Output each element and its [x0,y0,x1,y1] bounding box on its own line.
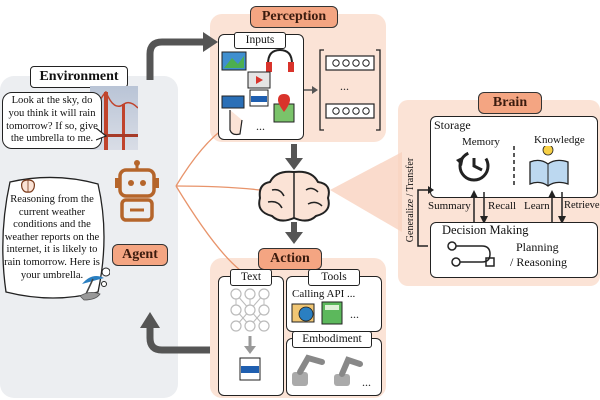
text-network-diagram [230,288,270,381]
memory-knowledge-icons [456,146,569,187]
question-bubble-tail [96,128,108,141]
action-title: Action [258,248,322,270]
planning-label: Planning [516,240,559,254]
storage-decision-arrows [470,190,566,224]
umbrella-icon [79,276,104,301]
memory-label: Memory [462,136,500,148]
token-sequence-diagram: ... [304,49,381,131]
text-action-label: Text [230,269,272,286]
brain-thought-icon [21,179,35,193]
answer-bubble-text: Reasoning from the current weather condi… [4,194,100,281]
robot-arms-image: ... [292,354,371,389]
summary-label: Summary [428,200,471,212]
svg-text:...: ... [340,79,349,93]
retrieve-label: Retrieve [564,200,600,211]
svg-text:...: ... [362,375,371,389]
brain-title: Brain [478,92,542,114]
decision-making-label: Decision Making [442,223,529,237]
agent-label: Agent [112,244,168,266]
embodiment-label: Embodiment [292,331,372,348]
recall-label: Recall [488,200,517,212]
learn-label: Learn [524,200,550,212]
decision-making-box [430,222,598,278]
perception-title: Perception [250,6,338,28]
central-brain-icon [258,170,330,222]
environment-title: Environment [30,66,128,88]
inputs-label: Inputs [234,32,286,49]
reasoning-label: / Reasoning [510,255,567,269]
svg-text:...: ... [350,307,359,321]
generalize-transfer-arrow [417,186,434,247]
answer-bubble-shape [2,176,110,299]
robot-agent-icon [115,160,159,222]
tool-icons: ... [291,301,359,325]
knowledge-label: Knowledge [534,134,585,146]
planning-flow-icon [447,241,495,267]
storage-label: Storage [434,118,471,132]
generalize-label: Generalize / Transfer [405,157,416,243]
svg-text:...: ... [256,119,265,133]
calling-api-text: Calling API ... [292,288,356,300]
input-modalities-icons: ... [221,48,295,136]
question-bubble: Look at the sky, do you think it will ra… [2,92,102,150]
tools-label: Tools [308,269,360,286]
